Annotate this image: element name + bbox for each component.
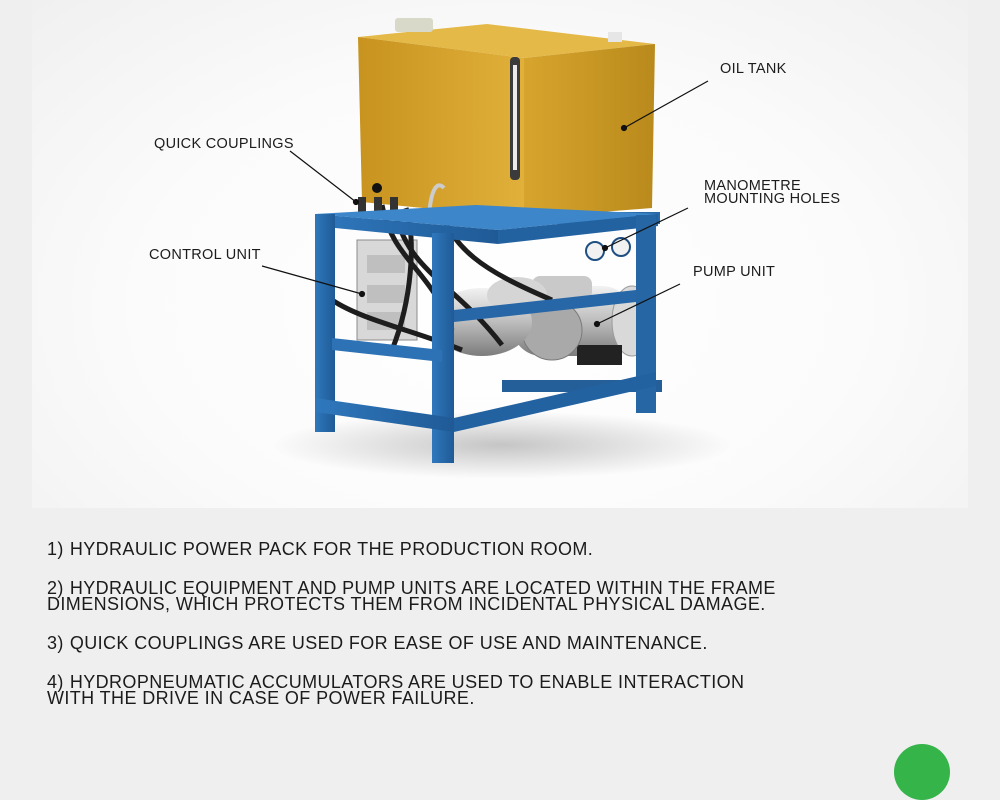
callout-leaders bbox=[261, 80, 709, 328]
feature-notes: 1)HYDRAULIC POWER PACK FOR THE PRODUCTIO… bbox=[47, 539, 947, 729]
manometre-label-line2: MOUNTING HOLES bbox=[704, 191, 841, 207]
note-text: HYDRAULIC POWER PACK FOR THE PRODUCTION … bbox=[69, 539, 594, 559]
note-number: 4) bbox=[47, 672, 64, 692]
note-text-continued: WITH THE DRIVE IN CASE OF POWER FAILURE. bbox=[47, 688, 475, 708]
note-text: HYDROPNEUMATIC ACCUMULATORS ARE USED TO … bbox=[69, 672, 745, 692]
feature-note-2: 2)HYDRAULIC EQUIPMENT AND PUMP UNITS ARE… bbox=[47, 578, 947, 614]
note-text-continued: DIMENSIONS, WHICH PROTECTS THEM FROM INC… bbox=[47, 594, 766, 614]
product-illustration-panel: OIL TANK QUICK COUPLINGS MANOMETRE MOUNT… bbox=[32, 0, 968, 508]
note-text: QUICK COUPLINGS ARE USED FOR EASE OF USE… bbox=[69, 633, 708, 653]
feature-note-4: 4)HYDROPNEUMATIC ACCUMULATORS ARE USED T… bbox=[47, 672, 947, 708]
chat-badge[interactable] bbox=[894, 744, 950, 800]
note-text: HYDRAULIC EQUIPMENT AND PUMP UNITS ARE L… bbox=[69, 578, 776, 598]
feature-note-3: 3)QUICK COUPLINGS ARE USED FOR EASE OF U… bbox=[47, 633, 947, 653]
control-unit-label: CONTROL UNIT bbox=[149, 247, 261, 263]
note-number: 1) bbox=[47, 539, 64, 559]
manometre-hole-left bbox=[585, 241, 605, 261]
oil-tank-label: OIL TANK bbox=[720, 61, 787, 77]
hydraulic-power-pack-illustration bbox=[261, 18, 732, 479]
floor-shadow bbox=[272, 411, 732, 479]
manometre-label-line1: MANOMETRE bbox=[704, 178, 801, 194]
feature-note-1: 1)HYDRAULIC POWER PACK FOR THE PRODUCTIO… bbox=[47, 539, 947, 559]
pump-unit-label: PUMP UNIT bbox=[693, 264, 776, 280]
support-frame bbox=[315, 205, 658, 463]
note-number: 2) bbox=[47, 578, 64, 598]
note-number: 3) bbox=[47, 633, 64, 653]
quick-couplings-label: QUICK COUPLINGS bbox=[154, 136, 294, 152]
oil-tank bbox=[358, 18, 655, 221]
